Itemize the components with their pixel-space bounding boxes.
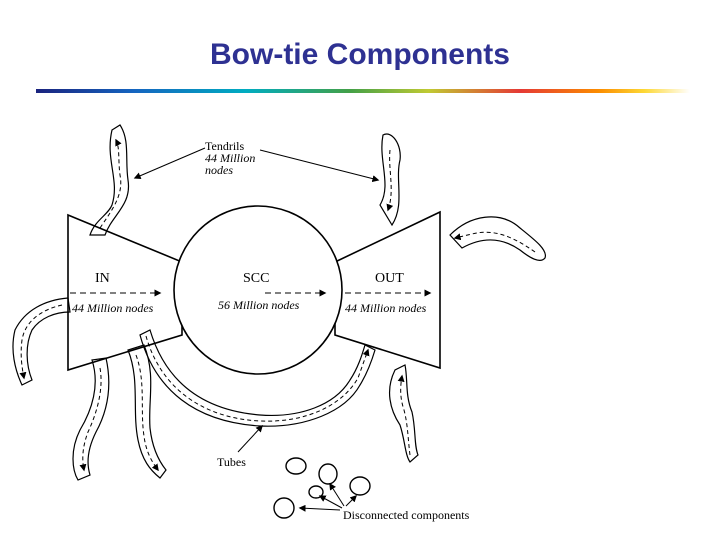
tendril-bottom-left-b-flow (135, 354, 159, 472)
tendril-right (449, 216, 546, 262)
disconnected-pointer (298, 504, 341, 512)
disconnected-pointer (318, 495, 343, 509)
tube-flow (145, 335, 370, 422)
tendril-top-right (379, 133, 401, 227)
tendrils-pointer-right (259, 149, 380, 183)
out-label: OUT (375, 271, 404, 286)
title-underline (36, 89, 690, 93)
disconnected-blob (349, 476, 371, 496)
out-count: 44 Million nodes (345, 301, 427, 315)
tendrils-count-line1: 44 Million (205, 151, 255, 165)
tendril-bottom-left-a (72, 357, 110, 481)
tendril-bottom-left-b (127, 344, 167, 479)
tendril-left-flow (19, 304, 63, 380)
scc-component-shape (173, 205, 343, 375)
tendrils-label: Tendrils (205, 139, 244, 153)
disconnected-label: Disconnected components (343, 508, 470, 522)
disconnected-blob (285, 457, 307, 475)
in-count: 44 Million nodes (72, 301, 154, 315)
disconnected-blob (318, 463, 338, 485)
tendril-top-right-flow (386, 149, 394, 212)
tubes-label: Tubes (217, 455, 246, 469)
tendril-bottom-right-flow (397, 374, 411, 456)
tubes-pointer (237, 424, 263, 453)
slide-title: Bow-tie Components (210, 38, 510, 71)
tendrils-pointer-left (133, 147, 206, 180)
disconnected-blob (308, 485, 324, 499)
tube (139, 329, 376, 427)
in-label: IN (95, 271, 110, 286)
disconnected-pointer (329, 482, 345, 507)
tendril-bottom-left-a-flow (79, 367, 102, 472)
in-component-shape (67, 213, 183, 372)
tendril-right-flow (453, 231, 536, 253)
disconnected-pointer (345, 495, 357, 507)
tendril-top-left-flow (99, 138, 122, 229)
out-component-shape (334, 210, 441, 370)
disconnected-blob (273, 497, 295, 519)
tendril-bottom-right (388, 364, 419, 463)
tendrils-count-line2: nodes (205, 163, 233, 177)
scc-label: SCC (243, 271, 269, 286)
tendril-left (12, 297, 71, 386)
scc-count: 56 Million nodes (218, 298, 300, 312)
tendril-top-left (89, 124, 130, 236)
